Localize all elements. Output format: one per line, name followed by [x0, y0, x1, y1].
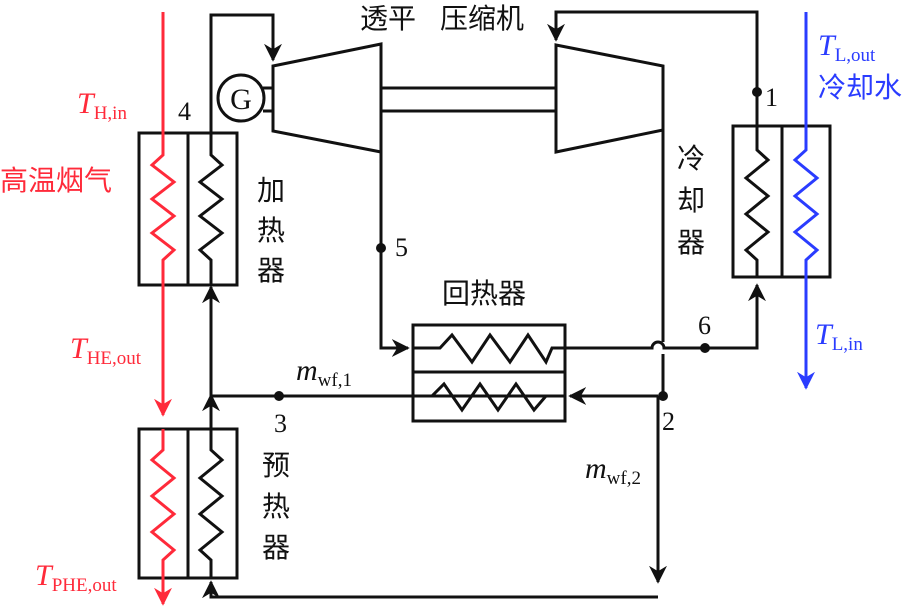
recuperator-cold-coil: [211, 381, 565, 413]
recuperator-hot-coil: [413, 283, 766, 366]
state-label-3: 3: [274, 409, 287, 438]
generator-label: G: [230, 83, 252, 116]
svg-text:器: 器: [257, 254, 285, 287]
preheater-wf-coil: [197, 290, 225, 578]
T-HE-out-label: THE,out: [70, 332, 142, 369]
m-wf-1-label: mwf,1: [296, 354, 352, 391]
turbine-exhaust-line: [379, 152, 410, 357]
T-L-in-label: TL,in: [815, 318, 863, 355]
m-wf-2-label: mwf,2: [585, 452, 641, 489]
preheater-label: 预 热 器: [262, 449, 290, 564]
generator-icon: [216, 73, 266, 123]
state-point-2: [658, 391, 668, 401]
svg-text:热: 热: [257, 214, 285, 247]
compressor-label: 压缩机: [440, 2, 524, 35]
svg-text:却: 却: [677, 184, 705, 217]
state-label-2: 2: [662, 407, 675, 436]
state-label-5: 5: [395, 233, 408, 262]
state-label-1: 1: [765, 83, 778, 112]
cooler-label: 冷 却 器: [677, 142, 705, 259]
state-point-6: [700, 343, 710, 353]
cooler-water-coil: [792, 12, 820, 390]
cooling-water-label: 冷却水: [818, 71, 902, 104]
T-PHE-out-label: TPHE,out: [35, 559, 117, 596]
heater-label: 加 热 器: [257, 174, 285, 287]
bypass-return-line: [202, 580, 658, 599]
svg-text:预: 预: [262, 449, 290, 482]
svg-text:加: 加: [257, 174, 285, 207]
cooler-wf-coil: [547, 10, 771, 277]
svg-text:热: 热: [262, 490, 290, 523]
svg-text:器: 器: [677, 226, 705, 259]
svg-text:器: 器: [262, 531, 290, 564]
turbine-label: 透平: [360, 2, 416, 35]
state-point-1: [752, 87, 762, 97]
turbine: [271, 42, 383, 154]
compressor: [554, 43, 665, 154]
T-L-out-label: TL,out: [818, 29, 876, 66]
state-label-6: 6: [698, 311, 711, 340]
state-label-4: 4: [178, 97, 191, 126]
heater-wf-coil: [197, 13, 282, 285]
preheater-hot-coil: [149, 429, 177, 606]
state-point-5: [376, 243, 386, 253]
recuperator-label: 回热器: [442, 277, 526, 310]
T-H-in-label: TH,in: [77, 87, 127, 124]
heater-hot-coil: [149, 12, 177, 417]
svg-text:冷: 冷: [677, 142, 705, 175]
hot-gas-label: 高温烟气: [0, 164, 112, 197]
state-point-3: [274, 391, 284, 401]
